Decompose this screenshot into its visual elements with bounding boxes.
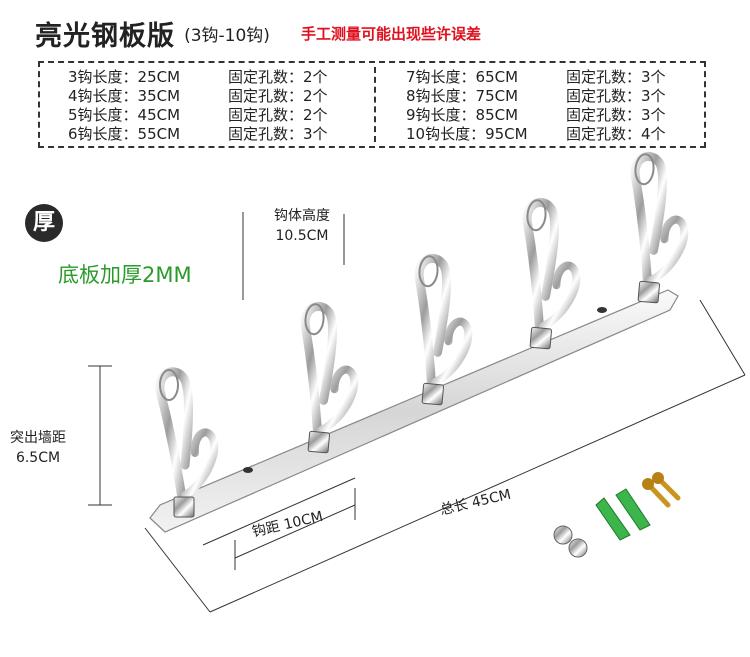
spec-row: 5钩长度：45CM 固定孔数：2个 [68, 106, 328, 125]
spec-holes: 固定孔数：2个 [228, 87, 328, 105]
spec-holes: 固定孔数：3个 [228, 125, 328, 143]
header: 亮光钢板版 (3钩-10钩) 手工测量可能出现些许误差 [35, 14, 481, 54]
measurement-note: 手工测量可能出现些许误差 [301, 25, 482, 43]
spec-holes: 固定孔数：2个 [228, 106, 328, 124]
projection-label: 突出墙距 6.5CM [10, 428, 66, 468]
spec-column-right: 7钩长度：65CM 固定孔数：3个 8钩长度：75CM 固定孔数：3个 9钩长度：8… [406, 68, 666, 144]
spec-length: 6钩长度：55CM [68, 125, 181, 143]
spec-length: 9钩长度：85CM [406, 106, 519, 124]
spec-divider [374, 67, 376, 142]
screws [642, 472, 681, 508]
product-subtitle: (3钩-10钩) [184, 26, 270, 46]
spec-length: 5钩长度：45CM [68, 106, 181, 124]
spec-length: 3钩长度：25CM [68, 68, 181, 86]
spec-row: 8钩长度：75CM 固定孔数：3个 [406, 87, 666, 106]
spec-table: 3钩长度：25CM 固定孔数：2个 4钩长度：35CM 固定孔数：2个 5钩长度：4… [38, 61, 706, 148]
spec-holes: 固定孔数：4个 [566, 125, 666, 143]
spec-row: 7钩长度：65CM 固定孔数：3个 [406, 68, 666, 87]
spec-length: 4钩长度：35CM [68, 87, 181, 105]
spec-length: 7钩长度：65CM [406, 68, 519, 86]
spec-holes: 固定孔数：3个 [566, 106, 666, 124]
screw-caps [553, 525, 588, 558]
thick-badge: 厚 [25, 204, 63, 242]
spec-holes: 固定孔数：3个 [566, 68, 666, 86]
spec-holes: 固定孔数：2个 [228, 68, 328, 86]
thickness-label: 底板加厚2MM [58, 263, 192, 287]
spec-column-left: 3钩长度：25CM 固定孔数：2个 4钩长度：35CM 固定孔数：2个 5钩长度：4… [68, 68, 328, 144]
spec-holes: 固定孔数：3个 [566, 87, 666, 105]
spec-row: 9钩长度：85CM 固定孔数：3个 [406, 106, 666, 125]
spec-row: 3钩长度：25CM 固定孔数：2个 [68, 68, 328, 87]
hook-height-label: 钩体高度 10.5CM [274, 206, 330, 246]
hook-height-value: 10.5CM [275, 228, 329, 244]
hook-height-name: 钩体高度 [274, 208, 330, 224]
spec-row: 10钩长度：95CM 固定孔数：4个 [406, 125, 666, 144]
product-title: 亮光钢板版 [35, 21, 175, 52]
spec-row: 4钩长度：35CM 固定孔数：2个 [68, 87, 328, 106]
spec-row: 6钩长度：55CM 固定孔数：3个 [68, 125, 328, 144]
spec-length: 10钩长度：95CM [406, 125, 528, 143]
projection-name: 突出墙距 [10, 430, 66, 446]
spec-length: 8钩长度：75CM [406, 87, 519, 105]
wall-anchors [595, 488, 651, 541]
projection-value: 6.5CM [15, 450, 61, 466]
